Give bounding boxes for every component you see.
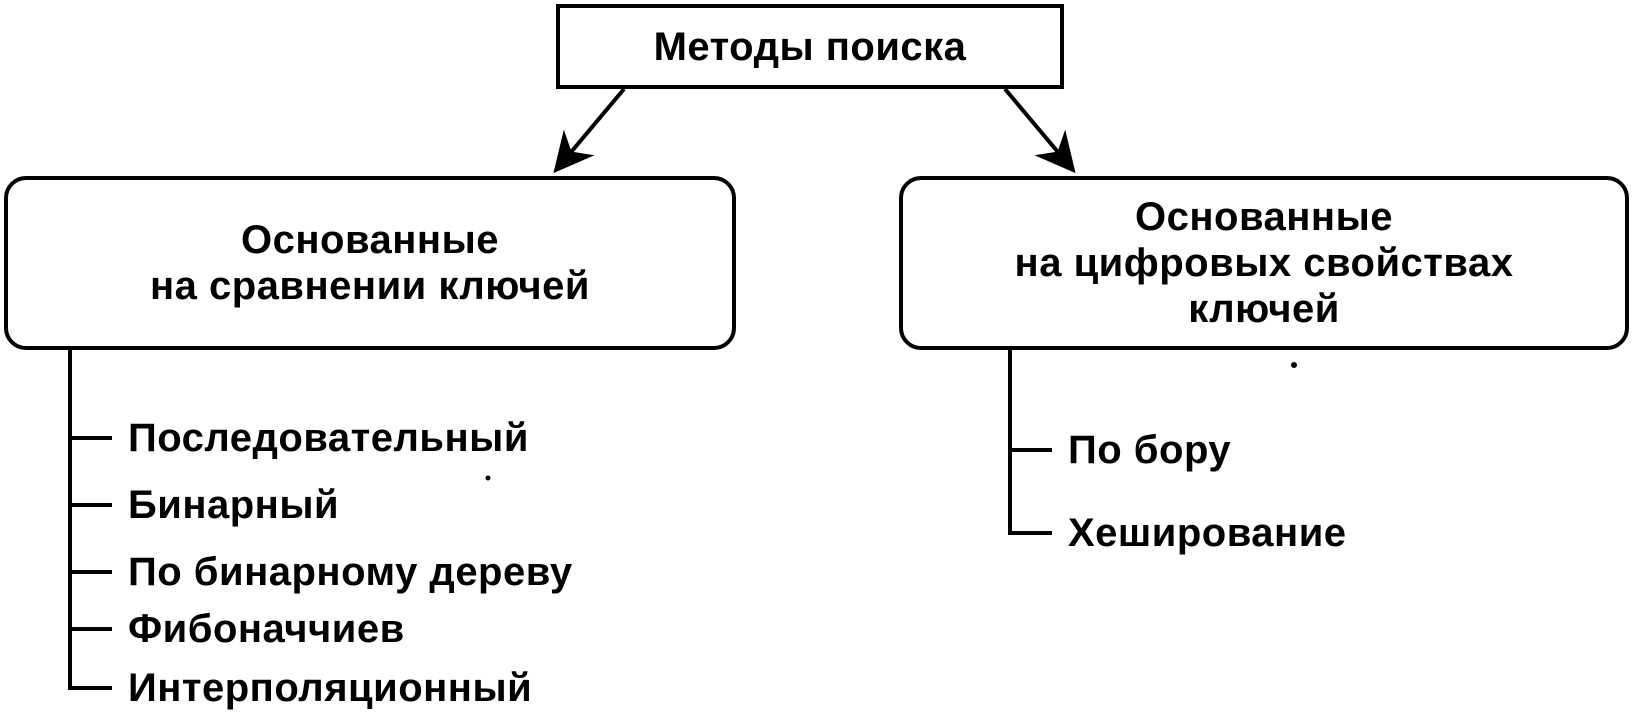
method-item: Хеширование — [1068, 511, 1347, 555]
method-item: По бинарному дереву — [128, 550, 573, 594]
arrow-root-to-left — [553, 87, 626, 174]
category-title-line: Основанные — [241, 218, 499, 262]
method-item: Интерполяционный — [128, 666, 533, 710]
category-title-line: на сравнении ключей — [149, 264, 590, 308]
stray-dot — [1291, 362, 1297, 368]
method-item: По бору — [1068, 428, 1232, 472]
method-item: Фибоначчиев — [128, 607, 405, 651]
root-node: Методы поиска — [556, 4, 1064, 89]
category-title-line: на цифровых свойствах — [1014, 241, 1514, 285]
category-key-comparison: Основанные на сравнении ключей — [4, 176, 736, 350]
stray-dot — [485, 475, 491, 481]
method-item: Последовательный — [128, 416, 529, 460]
arrow-root-to-right — [1003, 87, 1076, 174]
method-item: Бинарный — [128, 483, 340, 527]
category-title-line: Основанные — [1135, 195, 1393, 239]
category-title-line: ключей — [1188, 287, 1340, 331]
root-title: Методы поиска — [653, 24, 967, 69]
category-digital-properties: Основанные на цифровых свойствах ключей — [899, 176, 1629, 350]
